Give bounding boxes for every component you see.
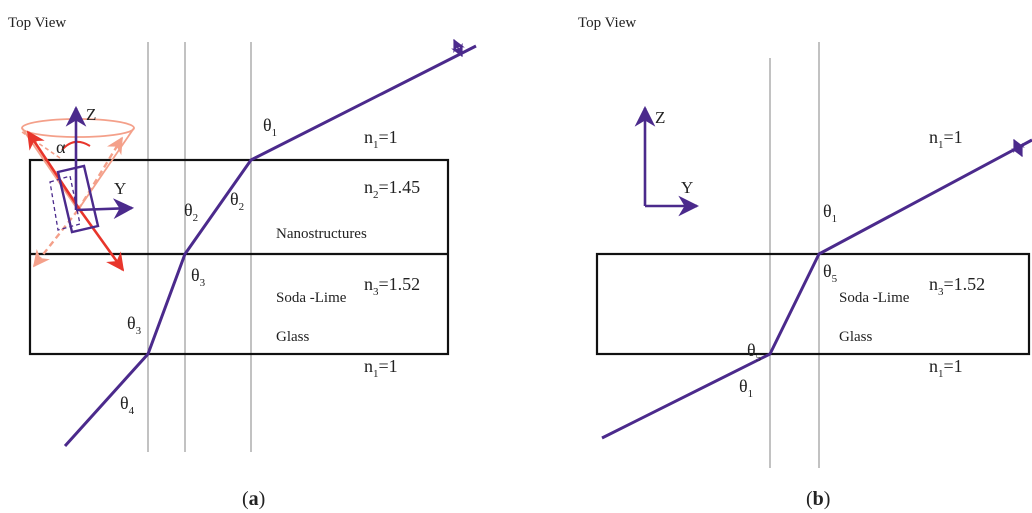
light-ray xyxy=(63,44,477,448)
polarization-arrow xyxy=(451,38,465,58)
substrate-box xyxy=(28,158,450,356)
nanostructure-rotation-inset: Z Y α xyxy=(21,105,135,272)
layer-glass-label: Glass xyxy=(276,329,309,345)
theta1-bottom-label-b: θ1 xyxy=(739,376,753,400)
cone-edge-right xyxy=(77,127,135,211)
panel-a-header: Top View xyxy=(8,15,66,31)
n3-label-b: n3=1.52 xyxy=(929,274,985,298)
panel-b-header: Top View xyxy=(578,15,636,31)
layer-soda-lime-label: Soda -Lime xyxy=(276,290,347,306)
glass-box xyxy=(595,252,1031,356)
axis-z-label: Z xyxy=(86,105,96,124)
polarization-arrow-b xyxy=(1011,138,1025,158)
nanostructure-rect xyxy=(56,164,100,234)
n3-label: n3=1.52 xyxy=(364,274,420,298)
light-ray-b xyxy=(601,138,1032,440)
theta5-top-label-b: θ5 xyxy=(823,261,838,285)
axis-z-label-b: Z xyxy=(655,108,665,127)
n1-bottom-label-b: n1=1 xyxy=(929,356,963,380)
theta1-top-label-b: θ1 xyxy=(823,201,837,225)
layer-glass-label-b: Glass xyxy=(839,329,872,345)
theta2-right-label: θ2 xyxy=(230,189,244,213)
theta4-label: θ4 xyxy=(120,393,135,417)
red-arrow-up xyxy=(26,130,82,211)
theta3-left-label: θ3 xyxy=(127,313,142,337)
caption-a: (a) xyxy=(242,488,265,510)
nanostructure-rect-dashed xyxy=(49,175,81,231)
red-arrow-down xyxy=(78,209,125,272)
theta5-left-label-b: θ5 xyxy=(747,340,762,364)
layer-nanostructures-label: Nanostructures xyxy=(276,226,367,242)
alpha-label: α xyxy=(56,137,66,157)
panel-a: Top View n1=1 n2=1.45 n3=1.52 n1=1 Nanos… xyxy=(8,15,477,510)
n1-top-label: n1=1 xyxy=(364,127,398,151)
y-axis-arrow xyxy=(75,198,135,220)
n1-top-label-b: n1=1 xyxy=(929,127,963,151)
layer-soda-lime-label-b: Soda -Lime xyxy=(839,290,910,306)
panel-b: Top View Z Y n1=1 n3=1.52 n1=1 Soda -Lim… xyxy=(578,15,1032,510)
theta3-right-label: θ3 xyxy=(191,265,206,289)
axis-y-label-b: Y xyxy=(681,178,693,197)
theta1-label: θ1 xyxy=(263,115,277,139)
n1-bottom-label: n1=1 xyxy=(364,356,398,380)
salmon-dashed-arrow-left xyxy=(32,209,79,268)
axis-y-label: Y xyxy=(114,179,126,198)
n2-label: n2=1.45 xyxy=(364,177,420,201)
rotation-cone-rim xyxy=(21,118,135,138)
theta2-left-label: θ2 xyxy=(184,200,198,224)
caption-b: (b) xyxy=(806,488,830,510)
salmon-dashed-arrow-right xyxy=(76,136,124,211)
